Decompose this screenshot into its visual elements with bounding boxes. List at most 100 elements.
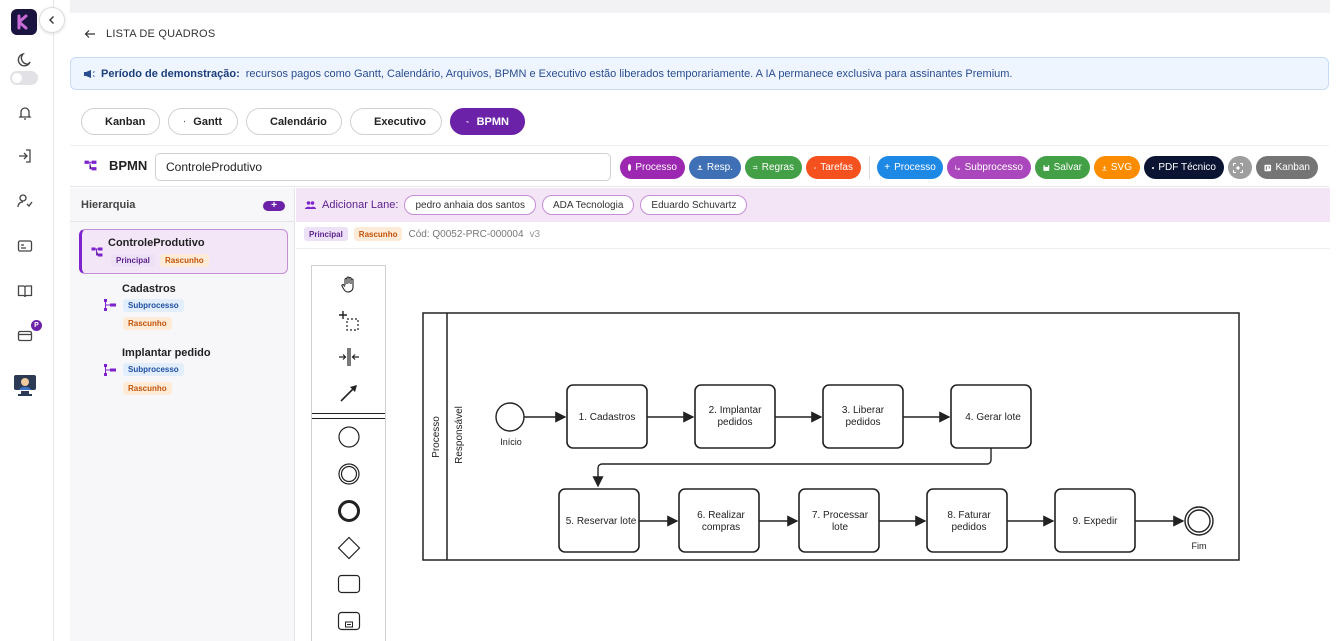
tab-executive[interactable]: Executivo [350, 108, 442, 135]
tree-item-controleprodutivo[interactable]: ControleProdutivo Principal Rascunho [79, 229, 288, 274]
avatar[interactable] [12, 372, 38, 398]
top-strip [70, 0, 1330, 13]
draft-tag: Rascunho [353, 227, 403, 241]
save-button[interactable]: Salvar [1035, 156, 1090, 179]
lane-chip[interactable]: pedro anhaia dos santos [404, 195, 536, 215]
task-label: 8. Faturar [947, 510, 991, 521]
subprocess-arrow-icon [955, 165, 961, 170]
canvas-divider [296, 248, 1330, 249]
toolbar-title-text: BPMN [109, 158, 148, 173]
collapse-sidebar-button[interactable] [39, 7, 65, 33]
bpmn-icon [91, 247, 103, 257]
lasso-tool-icon[interactable] [312, 306, 385, 336]
back-link[interactable]: LISTA DE QUADROS [84, 28, 215, 40]
draft-tag: Rascunho [123, 382, 172, 395]
tab-calendar[interactable]: Calendário [246, 108, 342, 135]
responsible-button[interactable]: Resp. [689, 156, 741, 179]
gateway-icon[interactable] [312, 533, 385, 563]
save-icon [1043, 164, 1050, 171]
tab-kanban[interactable]: Kanban [81, 108, 160, 135]
banner-text: recursos pagos como Gantt, Calendário, A… [245, 67, 1013, 80]
process-version: v3 [529, 228, 541, 240]
bpmn-toolbar: BPMN Processo Resp. Regras Tarefas + Pro… [70, 145, 1329, 187]
left-rail: P [0, 0, 54, 641]
technical-pdf-button[interactable]: PDF Técnico [1144, 156, 1224, 179]
login-icon[interactable] [15, 146, 35, 166]
add-process-button[interactable]: + Processo [877, 156, 943, 179]
back-link-label: LISTA DE QUADROS [106, 28, 216, 40]
start-event-icon[interactable] [312, 422, 385, 452]
task-1[interactable]: 1. Cadastros [566, 384, 648, 449]
draft-tag: Rascunho [123, 317, 172, 330]
credit-card-icon[interactable] [15, 326, 35, 346]
tree-item-title: Cadastros [122, 283, 176, 295]
process-name-input[interactable] [155, 153, 611, 181]
user-check-icon[interactable] [15, 191, 35, 211]
tab-gantt[interactable]: Gantt [168, 108, 238, 135]
end-event-inner [1187, 509, 1211, 533]
task-label: 2. Implantar [709, 405, 762, 416]
save-label: Salvar [1053, 162, 1082, 173]
hierarchy-title: Hierarquia [81, 198, 136, 211]
end-event-icon[interactable] [312, 496, 385, 526]
subprocess-task-icon[interactable] [312, 606, 385, 636]
task-2[interactable]: 2. Implantar pedidos [694, 384, 776, 449]
draft-tag: Rascunho [160, 254, 209, 267]
kanban-export-label: Kanban [1275, 162, 1310, 173]
start-event[interactable] [495, 402, 525, 432]
plus-icon: + [884, 162, 891, 173]
connect-tool-icon[interactable] [312, 378, 385, 408]
theme-toggle[interactable] [10, 71, 38, 85]
task-8[interactable]: 8. Faturar pedidos [926, 488, 1008, 553]
pdf-icon [1152, 166, 1155, 169]
tab-gantt-label: Gantt [193, 115, 222, 128]
responsible-label: Resp. [706, 162, 733, 173]
principal-tag: Principal [304, 227, 348, 241]
hand-tool-icon[interactable] [312, 270, 385, 300]
process-view-button[interactable]: Processo [620, 156, 685, 179]
bpmn-diagram: Processo Responsável Início 1. Cadastros… [422, 312, 1240, 561]
technical-pdf-label: PDF Técnico [1158, 162, 1216, 173]
hierarchy-panel: Hierarquia + ControleProdutivo Principal… [70, 188, 295, 641]
tree-item-implantar-pedido[interactable]: Implantar pedido Subprocesso Rascunho [79, 345, 288, 395]
dark-mode-icon[interactable] [15, 50, 35, 70]
lane-chip[interactable]: ADA Tecnologia [541, 195, 635, 215]
rules-button[interactable]: Regras [745, 156, 802, 179]
sequence-flows [524, 411, 1185, 527]
arrow-left-icon [84, 30, 95, 38]
kanban-export-button[interactable]: Kanban [1256, 156, 1318, 179]
add-subprocess-button[interactable]: Subprocesso [947, 156, 1031, 179]
palette-separator [312, 412, 385, 420]
task-icon[interactable] [312, 569, 385, 599]
add-process-label: Processo [894, 162, 936, 173]
end-event[interactable] [1184, 506, 1214, 536]
add-hierarchy-button[interactable]: + [263, 201, 285, 211]
task-label: 7. Processar [812, 510, 869, 521]
app-logo-icon[interactable] [11, 9, 37, 35]
export-svg-button[interactable]: SVG [1094, 156, 1140, 179]
pool-label: Processo [431, 416, 442, 458]
task-9[interactable]: 9. Expedir [1054, 488, 1136, 553]
tasks-button[interactable]: Tarefas [806, 156, 861, 179]
id-card-icon[interactable] [15, 236, 35, 256]
tree-item-cadastros[interactable]: Cadastros Subprocesso Rascunho [79, 280, 288, 330]
fit-view-button[interactable] [1228, 156, 1252, 179]
task-4[interactable]: 4. Gerar lote [950, 384, 1032, 449]
add-lane-label: Adicionar Lane: [322, 199, 399, 211]
task-label: pedidos [717, 417, 752, 428]
task-3[interactable]: 3. Liberar pedidos [822, 384, 904, 449]
rules-icon [753, 165, 758, 170]
book-icon[interactable] [15, 281, 35, 301]
task-6[interactable]: 6. Realizar compras [678, 488, 760, 553]
lane-chip[interactable]: Eduardo Schuvartz [640, 195, 748, 215]
task-5[interactable]: 5. Reservar lote [558, 488, 640, 553]
principal-tag: Principal [111, 254, 155, 267]
space-tool-icon[interactable] [312, 342, 385, 372]
task-label: 3. Liberar [842, 405, 885, 416]
intermediate-event-icon[interactable] [312, 459, 385, 489]
view-tabs: Kanban Gantt Calendário Executivo BPMN [81, 108, 525, 135]
tab-bpmn[interactable]: BPMN [450, 108, 525, 135]
bell-icon[interactable] [15, 103, 35, 123]
task-7[interactable]: 7. Processar lote [798, 488, 880, 553]
start-event-label: Início [500, 437, 522, 447]
